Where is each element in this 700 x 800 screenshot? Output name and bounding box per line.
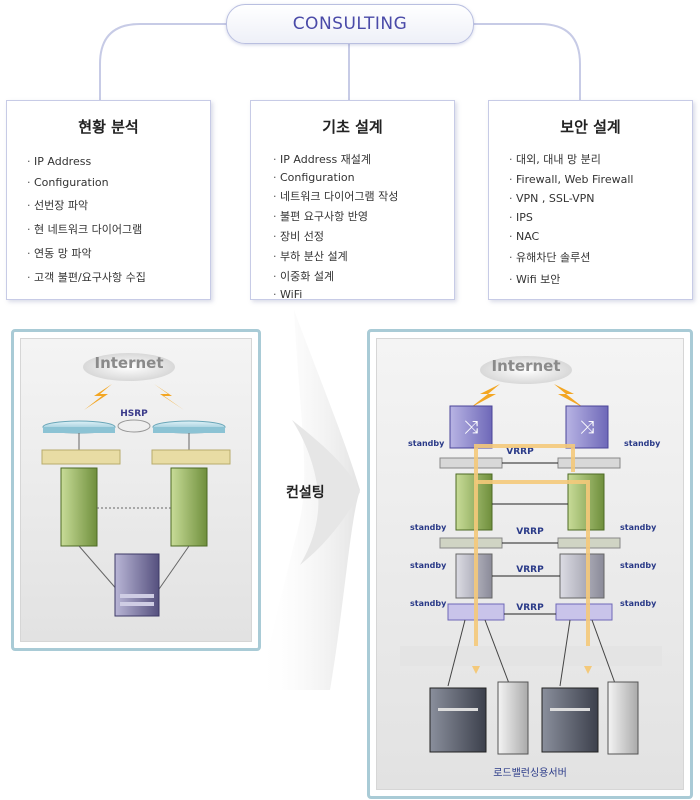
list-item: IPS [509, 211, 692, 224]
hsrp-label: HSRP [120, 409, 148, 419]
traffic-flow-line [474, 444, 575, 667]
consulting-label: 컨설팅 [286, 485, 325, 501]
shuffle-icon: ⤨ [580, 417, 594, 438]
card-title: 기초 설계 [322, 118, 383, 136]
firewall-icon [449, 405, 493, 449]
standby-label: standby [410, 599, 447, 608]
list-item: 현 네트워크 다이어그램 [27, 221, 210, 237]
list-item: Configuration [27, 176, 210, 189]
current-network-diagram: Internet HSRP [41, 353, 231, 617]
standby-label: standby [410, 523, 447, 532]
switch-icon [439, 457, 503, 469]
internet-cloud [83, 353, 175, 381]
list-item: 불편 요구사항 반영 [273, 208, 454, 224]
card-title: 현황 분석 [78, 118, 139, 136]
designed-network-panel: Internet ⤨ ⤨ standby standby VRRP standb… [367, 329, 693, 799]
standby-label: standby [620, 599, 657, 608]
lightning-icon [554, 384, 584, 408]
switch-icon [439, 537, 503, 549]
list-item: 연동 망 파악 [27, 245, 210, 261]
vrrp-label: VRRP [506, 447, 534, 457]
standby-label: standby [620, 561, 657, 570]
switch-icon [151, 449, 231, 465]
list-item: 고객 불편/요구사항 수집 [27, 269, 210, 285]
lb-server-icon [541, 687, 599, 753]
switch-icon [41, 449, 121, 465]
card-title: 보안 설계 [560, 118, 621, 136]
firewall-icon [565, 405, 609, 449]
vrrp-label: VRRP [516, 603, 544, 613]
server-icon [559, 553, 605, 599]
switch-icon [557, 457, 621, 469]
card-basic-design: 기초 설계 IP Address 재설계 Configuration 네트워크 … [250, 100, 455, 301]
list-item: 선번장 파악 [27, 197, 210, 213]
list-item: 대외, 대내 망 분리 [509, 151, 692, 167]
list-item: 장비 선정 [273, 228, 454, 244]
internet-label: Internet [94, 354, 163, 372]
shuffle-icon: ⤨ [464, 417, 478, 438]
internet-cloud [480, 356, 572, 384]
list-item: 부하 분산 설계 [273, 248, 454, 264]
lightning-icon [154, 384, 184, 410]
consulting-header: CONSULTING [226, 4, 474, 44]
standby-label: standby [624, 439, 661, 448]
core-server-icon [114, 553, 160, 617]
list-item: 유해차단 솔루션 [509, 249, 692, 265]
lightning-icon [84, 384, 112, 410]
card-current-analysis: 현황 분석 IP Address Configuration 선번장 파악 현 … [6, 100, 211, 300]
list-item: Wifi 보안 [509, 271, 692, 287]
lb-server-icon [607, 681, 639, 755]
server-icon [170, 467, 208, 547]
standby-label: standby [408, 439, 445, 448]
standby-label: standby [410, 561, 447, 570]
hsrp-link [117, 419, 151, 433]
list-item: 네트워크 다이어그램 작성 [273, 188, 454, 204]
internet-label: Internet [491, 357, 560, 375]
list-item: NAC [509, 230, 692, 243]
standby-label: standby [620, 523, 657, 532]
vrrp-label: VRRP [516, 565, 544, 575]
server-icon [60, 467, 98, 547]
lightning-icon [470, 384, 500, 408]
lb-server-caption: 로드밸런싱용서버 [493, 767, 567, 779]
list-item: WiFi [273, 288, 454, 301]
list-item: Firewall, Web Firewall [509, 173, 692, 186]
designed-network-diagram: Internet ⤨ ⤨ standby standby VRRP standb… [400, 356, 662, 779]
header-title: CONSULTING [292, 14, 408, 34]
current-network-panel: Internet HSRP [11, 329, 261, 651]
list-item: VPN , SSL-VPN [509, 192, 692, 205]
l4-switch-icon [555, 603, 613, 621]
list-item: IP Address 재설계 [273, 151, 454, 167]
traffic-flow-line [476, 480, 590, 667]
list-item: 이중화 설계 [273, 268, 454, 284]
lb-server-icon [497, 681, 529, 755]
list-item: Configuration [273, 171, 454, 184]
card-security-design: 보안 설계 대외, 대내 망 분리 Firewall, Web Firewall… [488, 100, 693, 300]
list-item: IP Address [27, 155, 210, 168]
lb-server-icon [429, 687, 487, 753]
vrrp-label: VRRP [516, 527, 544, 537]
